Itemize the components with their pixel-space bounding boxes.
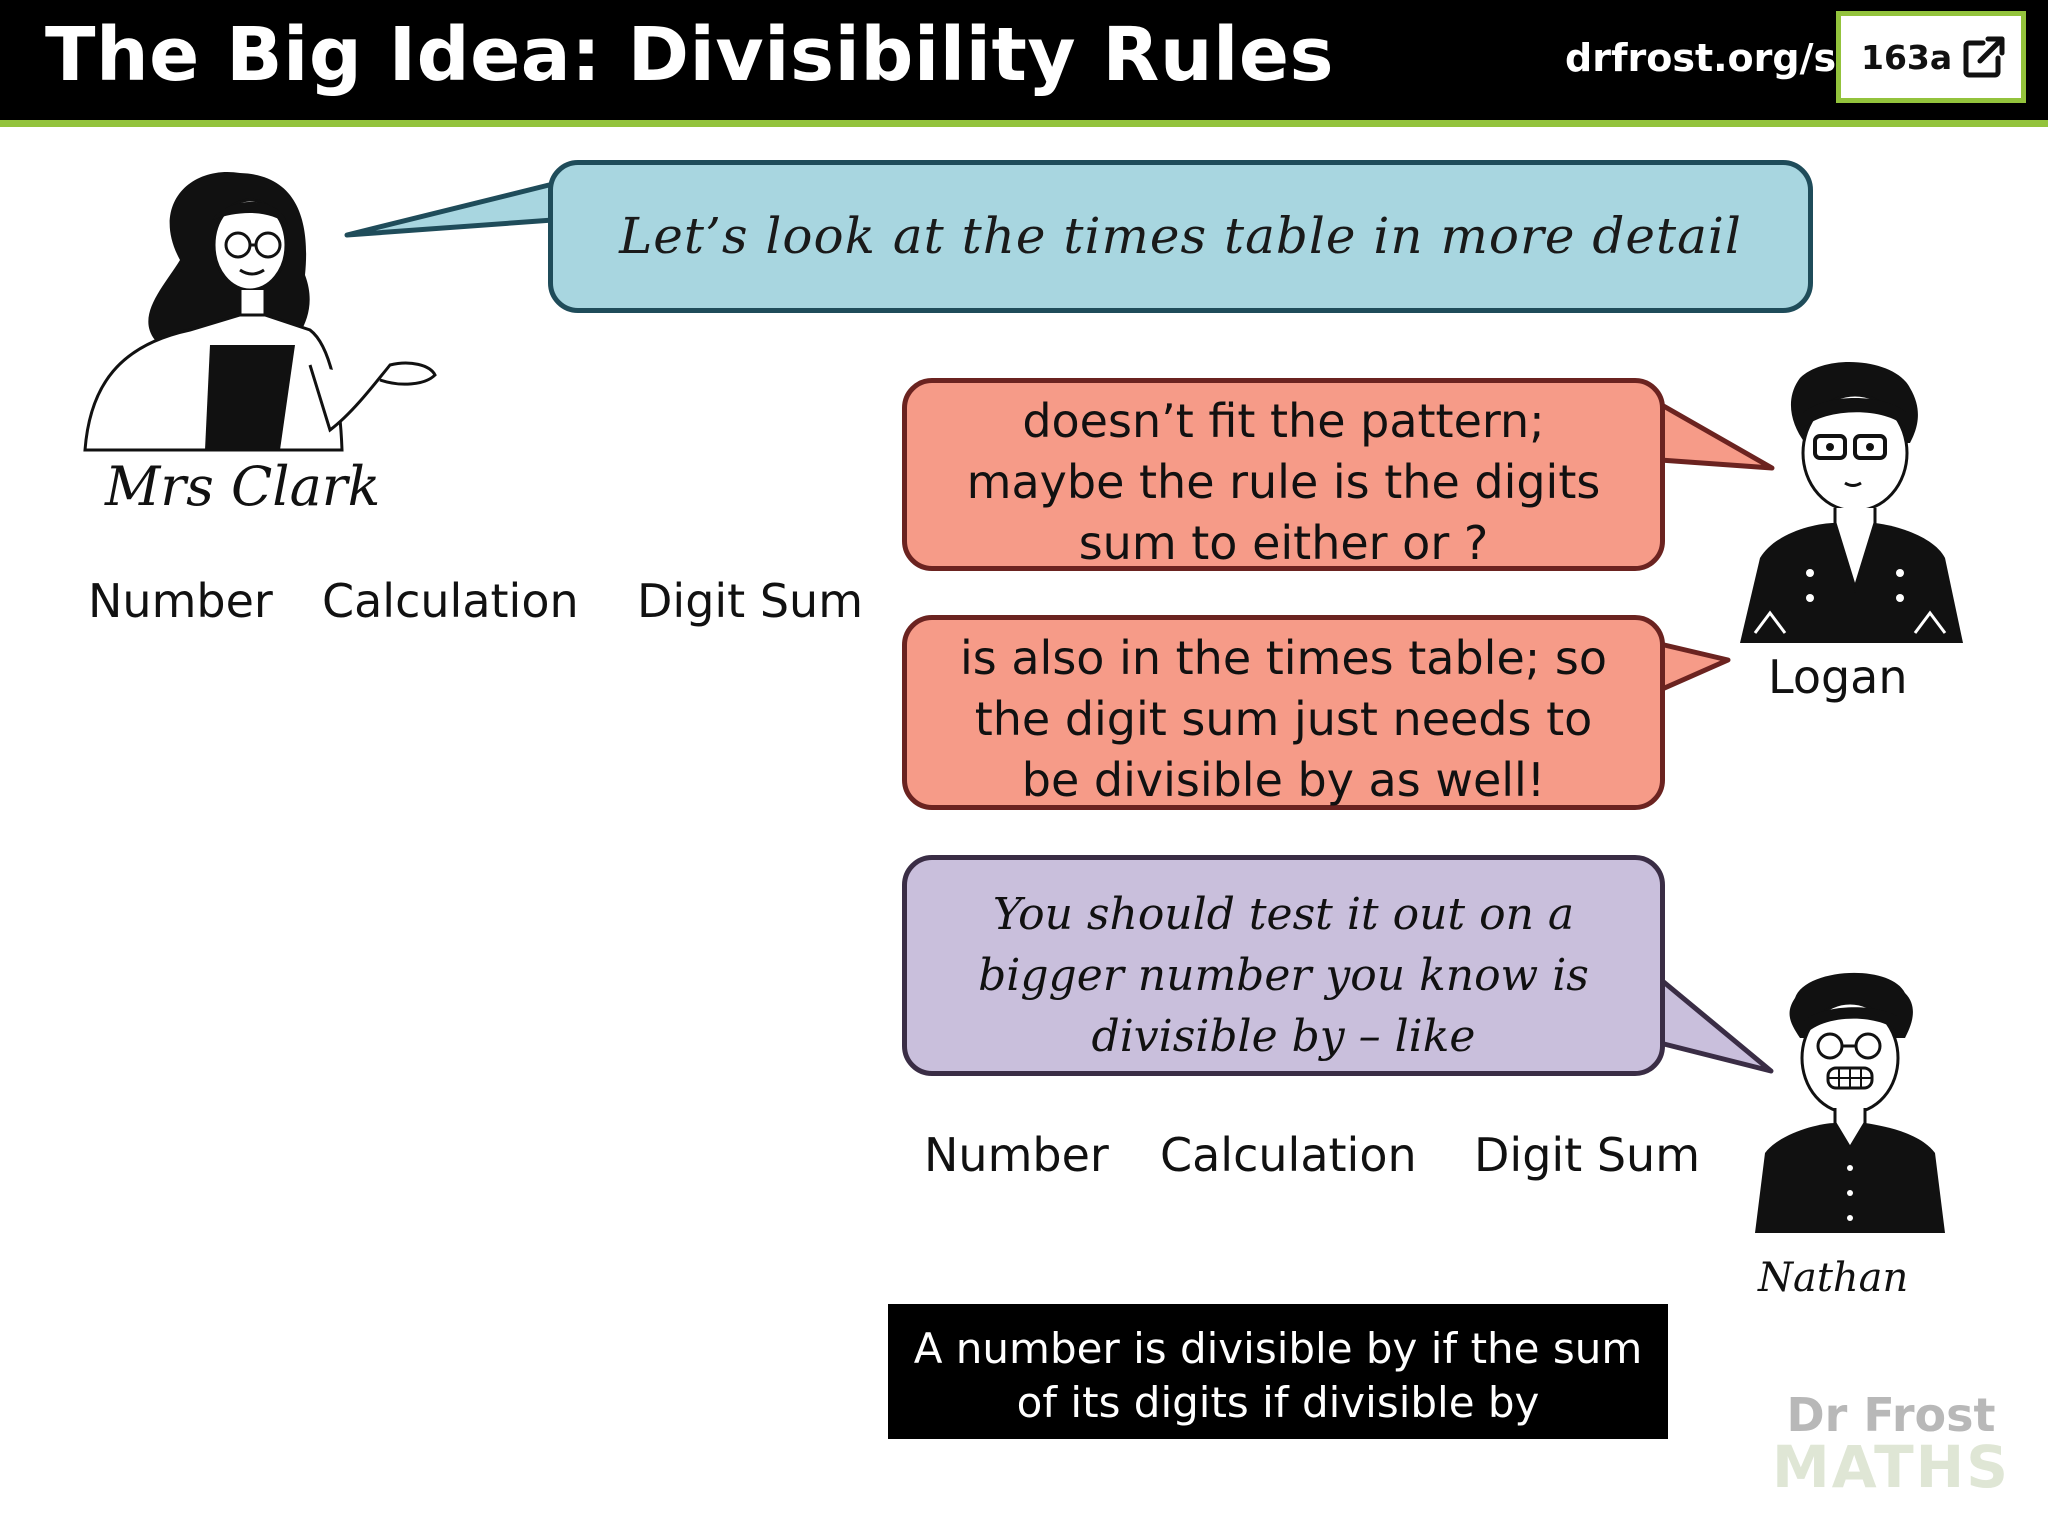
text-line: is also in the times table; so <box>960 631 1607 685</box>
right-header-number: Number <box>924 1128 1109 1182</box>
left-header-number: Number <box>88 574 273 628</box>
rule-line-2: of its digits if divisible by <box>1016 1378 1540 1427</box>
title-bar: The Big Idea: Divisibility Rules drfrost… <box>0 0 2048 120</box>
nathan-illustration <box>1755 972 1945 1233</box>
text-line: be divisible by as well! <box>1021 753 1546 807</box>
logan-speech-bubble-1: doesn’t fit the pattern; maybe the rule … <box>902 378 1665 571</box>
nathan-speech-text: You should test it out on a bigger numbe… <box>907 884 1660 1067</box>
resource-code: 163a <box>1861 38 1953 77</box>
logo-line-1: Dr Frost <box>1786 1388 1996 1442</box>
nathan-name: Nathan <box>1758 1255 1909 1301</box>
rule-summary-box: A number is divisible by if the sum of i… <box>888 1304 1668 1439</box>
text-line: doesn’t fit the pattern; <box>1022 394 1545 448</box>
logan-speech-bubble-2: is also in the times table; so the digit… <box>902 615 1665 810</box>
mrs-clark-name: Mrs Clark <box>105 455 381 518</box>
nathan-speech-bubble: You should test it out on a bigger numbe… <box>902 855 1665 1076</box>
left-header-digit-sum: Digit Sum <box>637 574 864 628</box>
resource-code-button[interactable]: 163a <box>1836 11 2026 103</box>
left-header-calculation: Calculation <box>322 574 579 628</box>
text-line: You should test it out on a <box>992 889 1575 940</box>
logo-line-2: MATHS <box>1772 1433 2010 1501</box>
external-link-icon <box>1963 36 2005 78</box>
text-line: bigger number you know is <box>978 950 1589 1001</box>
logan-name: Logan <box>1768 650 1908 704</box>
logan-illustration <box>1740 361 1963 643</box>
logan-speech-text-2: is also in the times table; so the digit… <box>907 628 1660 811</box>
resource-url[interactable]: drfrost.org/s/ <box>1565 36 1850 80</box>
page-title: The Big Idea: Divisibility Rules <box>45 12 1335 98</box>
mrs-clark-speech-tail <box>344 181 556 238</box>
right-header-calculation: Calculation <box>1160 1128 1417 1182</box>
text-line: divisible by – like <box>1091 1011 1476 1062</box>
mrs-clark-illustration <box>83 171 437 452</box>
logan-speech-tail-2 <box>1657 641 1731 693</box>
drfrost-maths-logo: Dr Frost MATHS <box>1772 1392 2010 1496</box>
text-line: maybe the rule is the digits <box>966 455 1601 509</box>
rule-line-1: A number is divisible by if the sum <box>913 1324 1643 1373</box>
logan-speech-tail-1 <box>1657 401 1775 471</box>
mrs-clark-speech-text: Let’s look at the times table in more de… <box>619 207 1742 265</box>
logan-speech-text-1: doesn’t fit the pattern; maybe the rule … <box>907 391 1660 574</box>
title-accent-stripe <box>0 120 2048 127</box>
text-line: sum to either or ? <box>1078 516 1489 570</box>
right-header-digit-sum: Digit Sum <box>1474 1128 1701 1182</box>
text-line: the digit sum just needs to <box>974 692 1593 746</box>
mrs-clark-speech-bubble: Let’s look at the times table in more de… <box>548 160 1813 313</box>
